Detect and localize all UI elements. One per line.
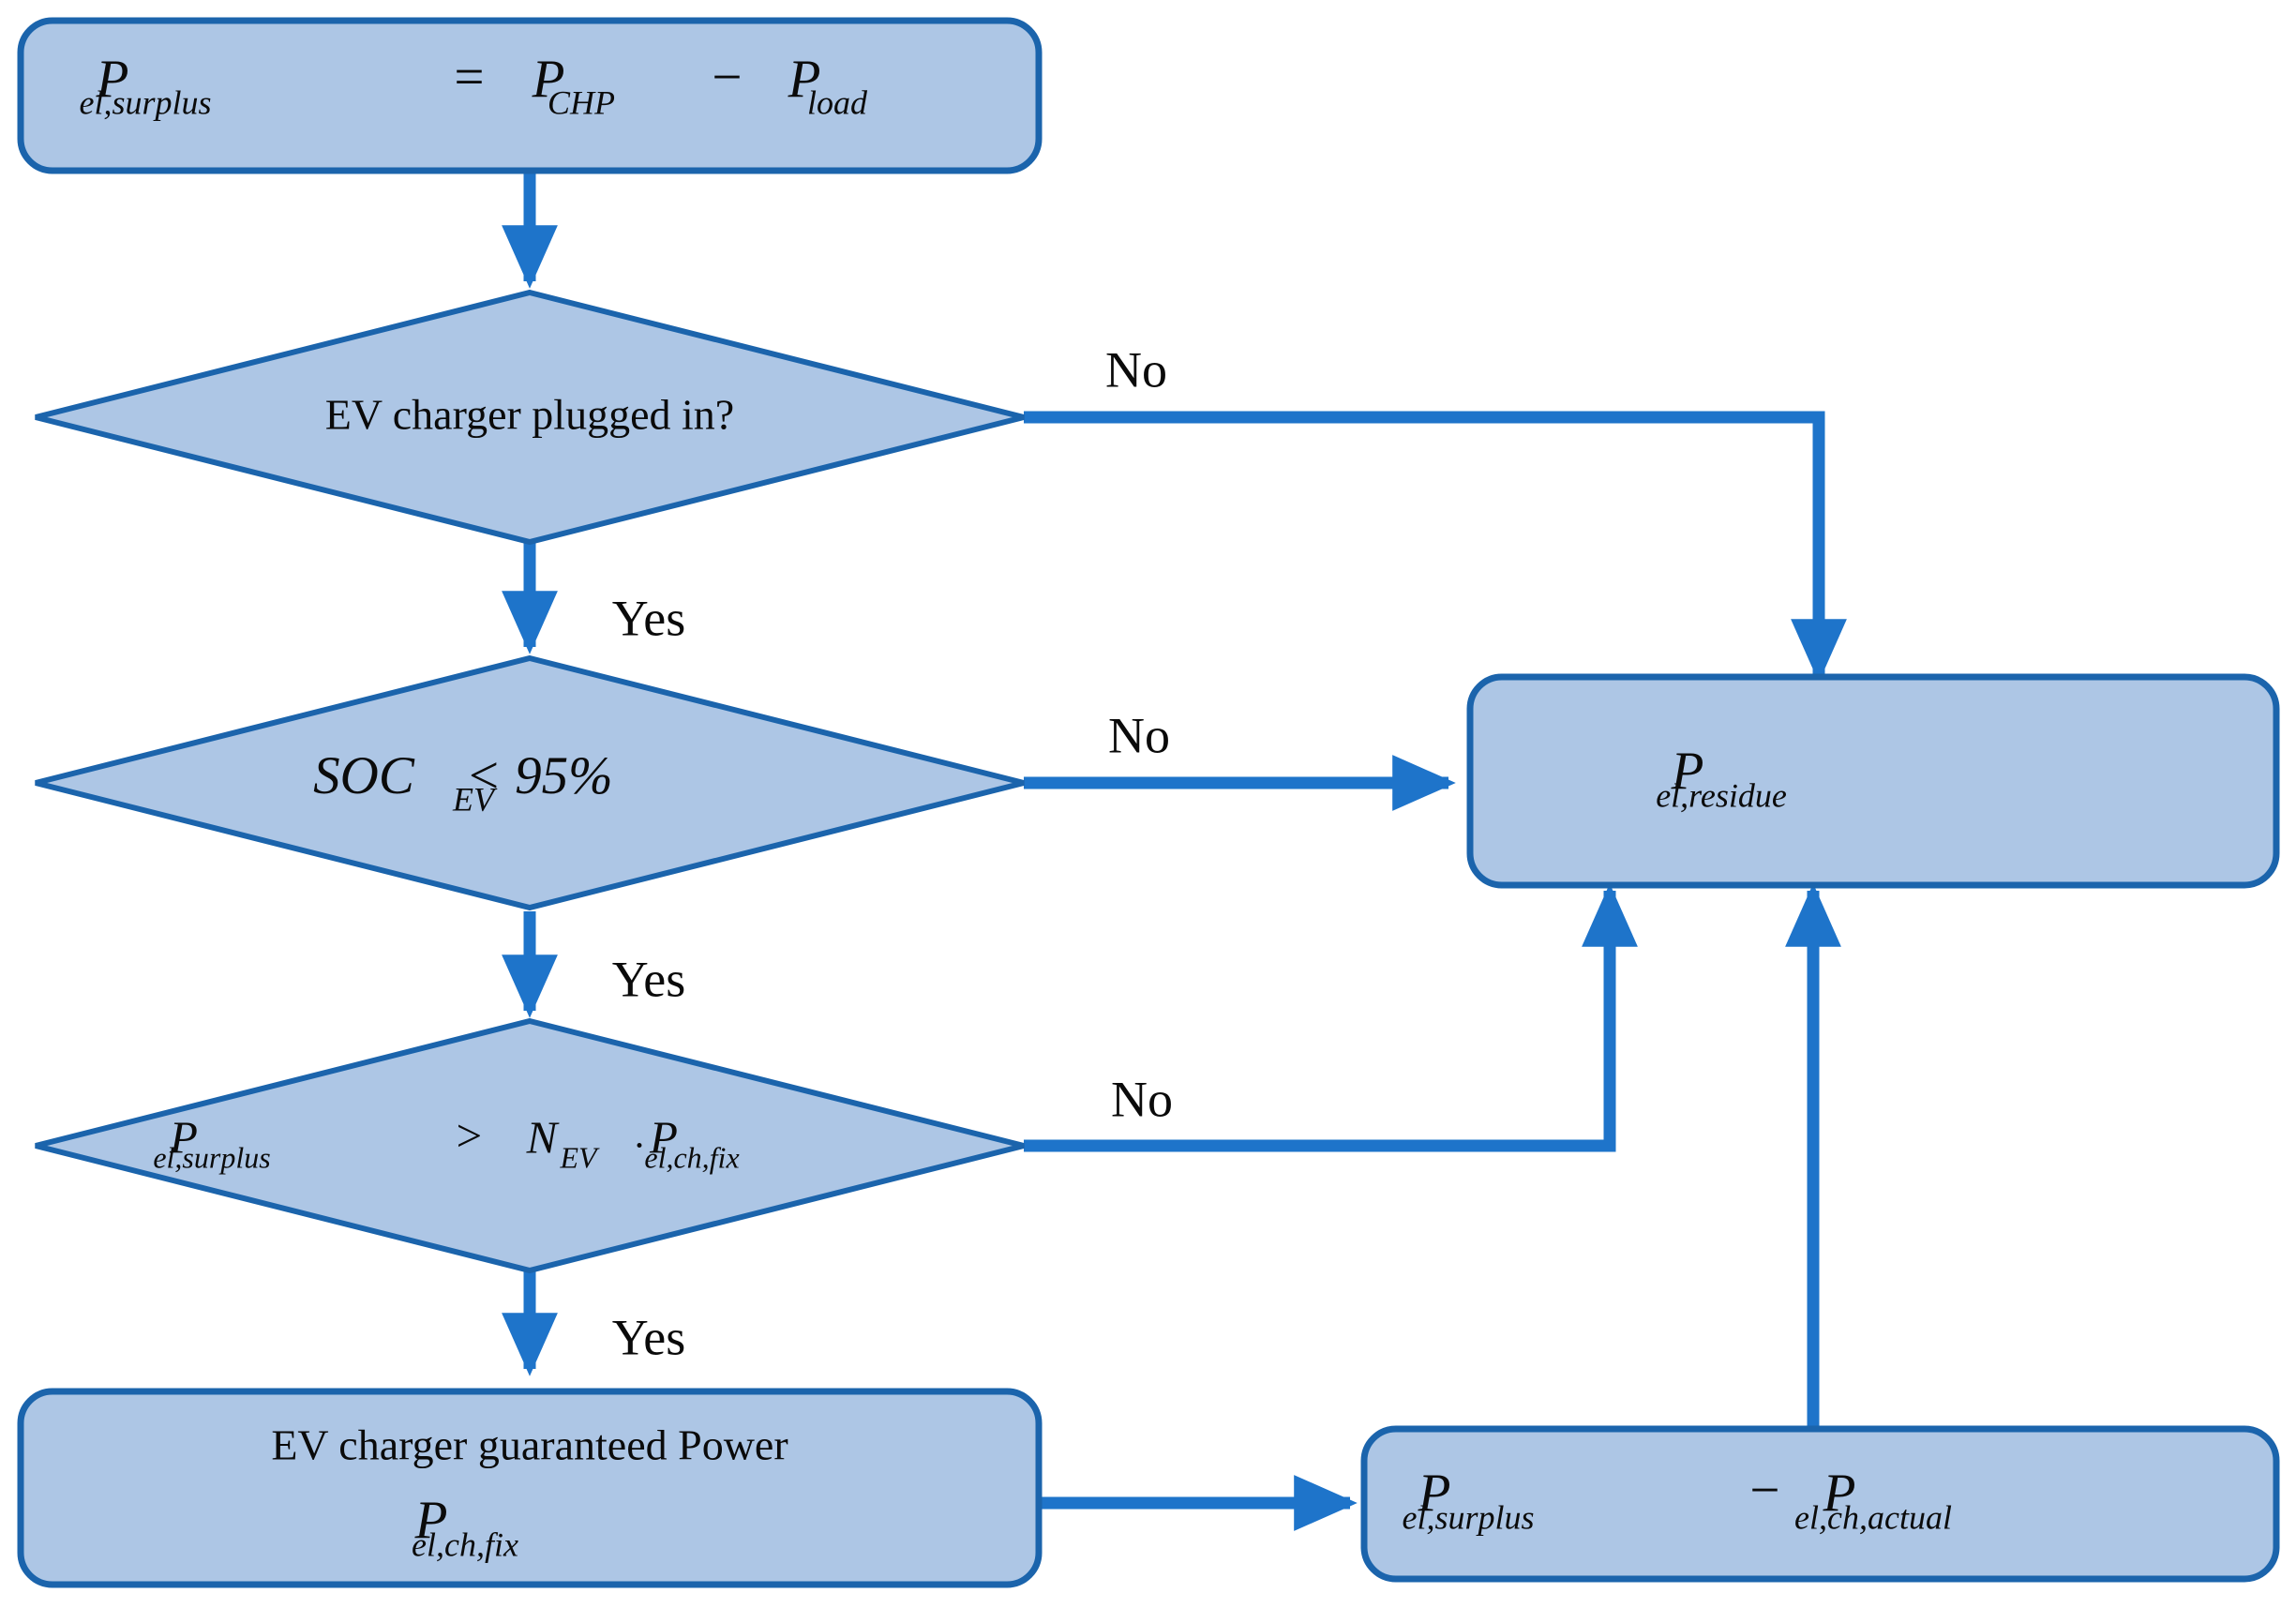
node-decision-soc[interactable]: SOC EV < 95% (35, 654, 1025, 911)
surplus-p2-base: P (649, 1111, 678, 1163)
surplus-dot: . (636, 1114, 646, 1157)
node-residue[interactable]: P el,residue (1466, 673, 2280, 889)
difference-p1-base: P (1418, 1464, 1451, 1523)
guaranteed-power-line1: EV charger guaranteed Power (271, 1421, 788, 1469)
edge-surplus-no-to-residue (1024, 883, 1638, 1152)
difference-minus: − (1747, 1461, 1782, 1520)
node-difference-formula: P el,surplus − P el,ch,actual (1402, 1461, 1951, 1536)
surplus-p1-base: P (169, 1111, 198, 1163)
edge-label-no-3: No (1111, 1071, 1173, 1127)
edge-label-no-1: No (1105, 341, 1167, 398)
start-p3-base: P (788, 50, 821, 109)
residue-base: P (1671, 742, 1704, 801)
guaranteed-base: P (414, 1491, 448, 1550)
start-p1-base: P (96, 50, 129, 109)
decision-soc-formula: SOC EV < 95% (313, 746, 612, 818)
edge-label-no-2: No (1108, 707, 1170, 763)
node-start-formula: P el,surplus = P CHP − P load (79, 48, 868, 121)
soc-op: < 95% (465, 746, 612, 805)
node-residue-formula: P el,residue (1656, 742, 1787, 814)
decision-surplus-formula: P el,surplus > N EV . P el,ch,fix (153, 1109, 739, 1174)
guaranteed-power-formula: P el,ch,fix (412, 1491, 518, 1563)
soc-base: SOC (313, 746, 415, 805)
surplus-p1-sub: el,surplus (153, 1140, 270, 1174)
edge-label-yes-1: Yes (612, 590, 686, 646)
start-p2-sub: CHP (548, 83, 615, 121)
surplus-n-base: N (526, 1111, 560, 1163)
start-equals: = (451, 48, 487, 107)
guaranteed-sub: el,ch,fix (412, 1525, 518, 1563)
edge-label-yes-2: Yes (612, 951, 686, 1007)
node-decision-plugged[interactable]: EV charger plugged in? (35, 289, 1025, 546)
surplus-op: > (453, 1109, 484, 1161)
surplus-p2-sub: el,ch,fix (644, 1140, 739, 1174)
start-p3-sub: load (807, 83, 868, 121)
edge-plugged-no-to-residue (1024, 411, 1847, 683)
node-start[interactable]: P el,surplus = P CHP − P load (17, 17, 1043, 174)
start-p2-base: P (532, 50, 565, 109)
difference-p2-base: P (1823, 1464, 1856, 1523)
difference-p2-sub: el,ch,actual (1794, 1498, 1952, 1536)
edge-label-yes-3: Yes (612, 1309, 686, 1365)
decision-plugged-label: EV charger plugged in? (325, 391, 734, 439)
node-guaranteed-power[interactable]: EV charger guaranteed Power P el,ch,fix (17, 1388, 1043, 1588)
soc-sub: EV (452, 780, 498, 818)
residue-sub: el,residue (1656, 776, 1787, 814)
node-surplus-minus-actual[interactable]: P el,surplus − P el,ch,actual (1360, 1425, 2280, 1583)
difference-p1-sub: el,surplus (1402, 1498, 1534, 1536)
start-p1-sub: el,surplus (79, 83, 211, 121)
surplus-n-sub: EV (559, 1140, 600, 1174)
node-decision-surplus[interactable]: P el,surplus > N EV . P el,ch,fix (35, 1017, 1025, 1274)
start-minus: − (709, 48, 744, 107)
